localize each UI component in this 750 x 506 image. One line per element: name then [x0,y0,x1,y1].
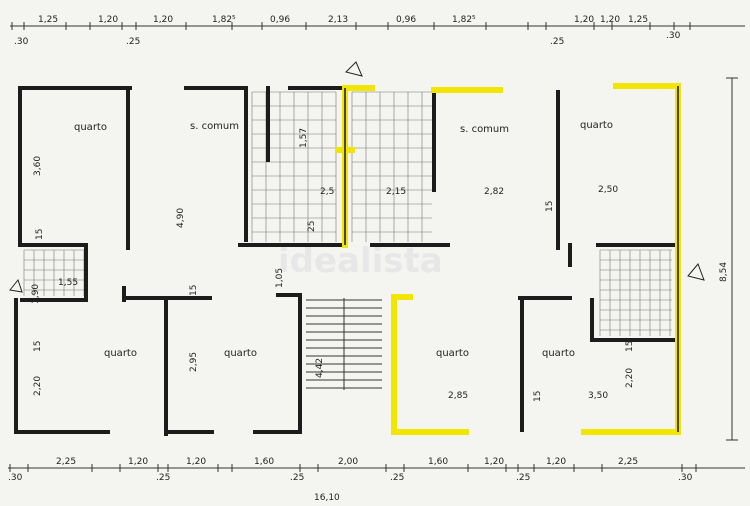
room-label-quarto: quarto [542,348,575,359]
top-dim: 1,20 [98,15,118,25]
dim-label: 15 [545,201,555,212]
triangle-marker-icon [345,61,363,77]
bottom-offset: .30 [678,473,693,483]
walls-left [14,86,678,436]
top-dimension-line: 1,25 1,20 1,20 1,82⁵ 0,96 2,13 0,96 1,82… [10,15,745,47]
triangle-marker-icon [9,278,23,293]
bottom-offset: .25 [290,473,304,483]
dim-label: 3,60 [33,156,43,176]
bottom-dim: 1,60 [428,457,448,467]
dim-label: 2,15 [386,187,406,197]
top-offset: .30 [666,31,681,41]
room-label-quarto: quarto [74,122,107,133]
dim-label: 4,90 [176,208,186,228]
dim-label: 2,82 [484,187,504,197]
room-label-quarto: quarto [104,348,137,359]
top-dim: 1,82⁵ [212,15,236,25]
bottom-dim: 1,20 [484,457,504,467]
dim-label: 25 [307,221,317,232]
bottom-offset: .25 [390,473,404,483]
top-dim: 1,20 [600,15,620,25]
bottom-offset: .30 [8,473,23,483]
bottom-dim: 1,20 [546,457,566,467]
top-offset: .25 [126,37,140,47]
bottom-dim: 1,20 [186,457,206,467]
dim-label: 2,20 [33,376,43,396]
room-label-quarto: quarto [436,348,469,359]
right-dimension-line: 8,54 [719,77,738,441]
room-label-sala-comum: s. comum [460,124,509,135]
bottom-dim: 2,25 [56,457,76,467]
dim-label: 15 [189,285,199,296]
dim-label: 1,05 [275,268,285,288]
dim-label: 1,90 [31,284,41,304]
dim-label: 15 [33,341,43,352]
central-stair [306,298,382,390]
dim-label: 2,20 [625,368,635,388]
total-width: 16,10 [314,493,340,503]
room-label-quarto: quarto [224,348,257,359]
bottom-dim: 2,00 [338,457,358,467]
watermark: idealista [278,241,443,281]
dim-label: 15 [533,391,543,402]
right-height: 8,54 [719,262,729,282]
dim-label: 15 [35,229,45,240]
bottom-offset: .25 [156,473,170,483]
room-label-sala-comum: s. comum [190,121,239,132]
top-dim: 1,20 [574,15,594,25]
dim-label: 1,55 [58,278,78,288]
dim-label: 2,85 [448,391,468,401]
dim-label: 4,42 [315,358,325,378]
bottom-offset: .25 [516,473,530,483]
highlighted-walls [335,83,681,435]
top-dim: 1,82⁵ [452,15,476,25]
bottom-dimension-line: 2,25 1,20 1,20 1,60 2,00 1,60 1,20 1,20 … [8,457,745,503]
top-dim: 1,25 [628,15,648,25]
top-dim: 0,96 [270,15,290,25]
top-dim: 1,25 [38,15,58,25]
bottom-dim: 1,20 [128,457,148,467]
dim-label: 2,50 [598,185,618,195]
bottom-dim: 1,60 [254,457,274,467]
dim-label: 2,5 [320,187,334,197]
dim-label: 3,50 [588,391,608,401]
triangle-marker-icon [687,263,705,281]
dim-label: 15 [625,341,635,352]
room-label-quarto: quarto [580,120,613,131]
top-dim: 2,13 [328,15,348,25]
dim-label: 1,57 [299,128,309,148]
inner-dimensions: 3,60 4,90 15 1,90 1,55 15 2,20 15 2,95 1… [31,128,635,402]
top-offset: .30 [14,37,29,47]
bottom-dim: 2,25 [618,457,638,467]
top-offset: .25 [550,37,564,47]
top-dim: 0,96 [396,15,416,25]
dim-label: 2,95 [189,352,199,372]
top-dim: 1,20 [153,15,173,25]
